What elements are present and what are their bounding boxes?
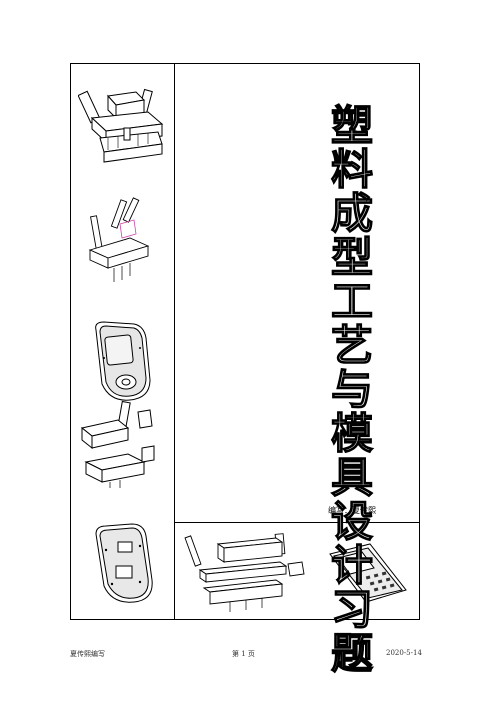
keypad-phone-figure [329, 543, 407, 603]
cover-frame [70, 63, 420, 620]
title-char: 具 [330, 453, 373, 502]
column-divider [174, 63, 175, 620]
phone-housing-figure [95, 321, 151, 401]
footer-author: 夏传熙编写 [70, 650, 105, 658]
cover-title: 塑 料 成 型 工 艺 与 模 具 设 计 习 题 [312, 101, 392, 678]
title-char: 料 [330, 145, 373, 194]
title-char: 计 [330, 541, 373, 590]
phone-back-cover-figure [95, 523, 153, 603]
title-char: 题 [330, 629, 373, 678]
title-char: 塑 [330, 101, 373, 150]
footer-date: 2020-5-14 [386, 649, 422, 657]
title-char: 型 [330, 233, 373, 282]
title-char: 工 [330, 277, 373, 326]
title-char: 艺 [330, 321, 373, 370]
title-char: 习 [330, 585, 373, 634]
footer-page-number: 第 1 页 [232, 650, 255, 658]
mold-assembly-figure-1 [78, 88, 164, 163]
mold-assembly-figure-3 [80, 400, 155, 488]
mold-assembly-figure-2 [88, 197, 150, 282]
title-char: 模 [330, 409, 373, 458]
title-char: 与 [330, 365, 373, 414]
title-char: 设 [330, 497, 373, 546]
bottom-figure-box [174, 522, 420, 621]
title-char: 成 [330, 189, 373, 238]
author-line: 编写：夏传熙 [328, 506, 376, 515]
mold-exploded-figure [184, 533, 305, 612]
